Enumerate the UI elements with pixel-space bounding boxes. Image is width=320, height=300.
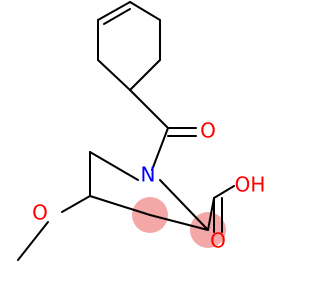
bond-ring-1 — [97, 1, 131, 21]
atom-n-ring: N — [141, 163, 156, 187]
bond-c4-o — [61, 195, 91, 213]
atom-o-methoxy: O — [32, 201, 48, 225]
bond-ring-2 — [129, 1, 161, 21]
bond-carbonyl-n — [151, 127, 169, 171]
bond-o-ch3 — [17, 221, 49, 261]
bond-c4-c3 — [89, 195, 151, 216]
bond-ring-4 — [129, 59, 161, 91]
atom-o-acid-carbonyl: O — [210, 229, 226, 253]
bond-c2-n — [159, 179, 209, 231]
bond-ring-double-inner — [103, 8, 131, 25]
bond-ring-carbonyl — [129, 89, 169, 129]
atom-oh: OH — [235, 173, 266, 197]
molecule-canvas: O N OH O O — [17, 1, 266, 261]
bond-n-c5 — [89, 151, 139, 181]
bond-c3-c2 — [149, 214, 209, 231]
atom-o-carbonyl: O — [200, 119, 216, 143]
bond-ring-5 — [97, 59, 131, 91]
bond-cooh-oh — [213, 185, 235, 199]
molecule-structure: O N OH O O — [17, 1, 266, 261]
